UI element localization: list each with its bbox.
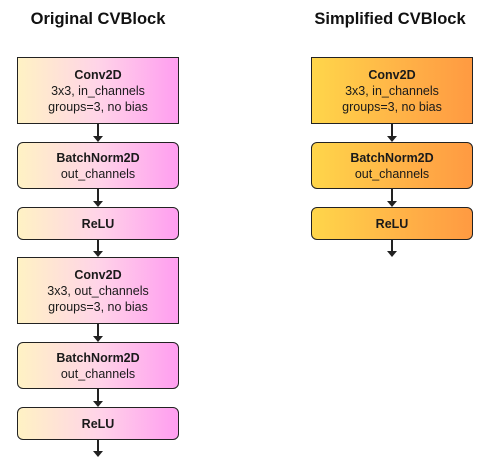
block-title: ReLU xyxy=(81,216,115,231)
block-detail: groups=3, no bias xyxy=(48,99,148,114)
block-title: BatchNorm2D xyxy=(56,150,140,165)
block-title: Conv2D xyxy=(74,267,122,282)
flow-arrow xyxy=(93,124,103,142)
left-column-title: Original CVBlock xyxy=(30,10,166,28)
block-title: Conv2D xyxy=(74,67,122,82)
block-title: ReLU xyxy=(375,216,409,231)
block-detail: 3x3, in_channels xyxy=(51,83,145,98)
block-detail: groups=3, no bias xyxy=(48,299,148,314)
block-title: Conv2D xyxy=(368,67,416,82)
left-batchnorm-block-1: BatchNorm2D out_channels xyxy=(17,142,179,189)
block-detail: 3x3, in_channels xyxy=(345,83,439,98)
left-conv2d-block-1: Conv2D 3x3, in_channels groups=3, no bia… xyxy=(17,57,179,124)
right-relu-block: ReLU xyxy=(311,207,473,240)
flow-arrow xyxy=(93,240,103,257)
output-arrow xyxy=(93,440,103,457)
left-batchnorm-block-2: BatchNorm2D out_channels xyxy=(17,342,179,389)
block-title: BatchNorm2D xyxy=(56,350,140,365)
left-relu-block-1: ReLU xyxy=(17,207,179,240)
block-title: ReLU xyxy=(81,416,115,431)
right-batchnorm-block: BatchNorm2D out_channels xyxy=(311,142,473,189)
flow-arrow xyxy=(387,189,397,207)
flow-arrow xyxy=(93,389,103,407)
left-conv2d-block-2: Conv2D 3x3, out_channels groups=3, no bi… xyxy=(17,257,179,324)
output-arrow xyxy=(387,240,397,257)
right-column-title: Simplified CVBlock xyxy=(314,10,466,28)
left-relu-block-2: ReLU xyxy=(17,407,179,440)
flow-arrow xyxy=(93,189,103,207)
block-title: BatchNorm2D xyxy=(350,150,434,165)
block-detail: 3x3, out_channels xyxy=(47,283,149,298)
block-detail: out_channels xyxy=(60,166,136,181)
block-detail: out_channels xyxy=(60,366,136,381)
flow-arrow xyxy=(387,124,397,142)
block-detail: groups=3, no bias xyxy=(342,99,442,114)
block-detail: out_channels xyxy=(354,166,430,181)
right-conv2d-block: Conv2D 3x3, in_channels groups=3, no bia… xyxy=(311,57,473,124)
flow-arrow xyxy=(93,324,103,342)
